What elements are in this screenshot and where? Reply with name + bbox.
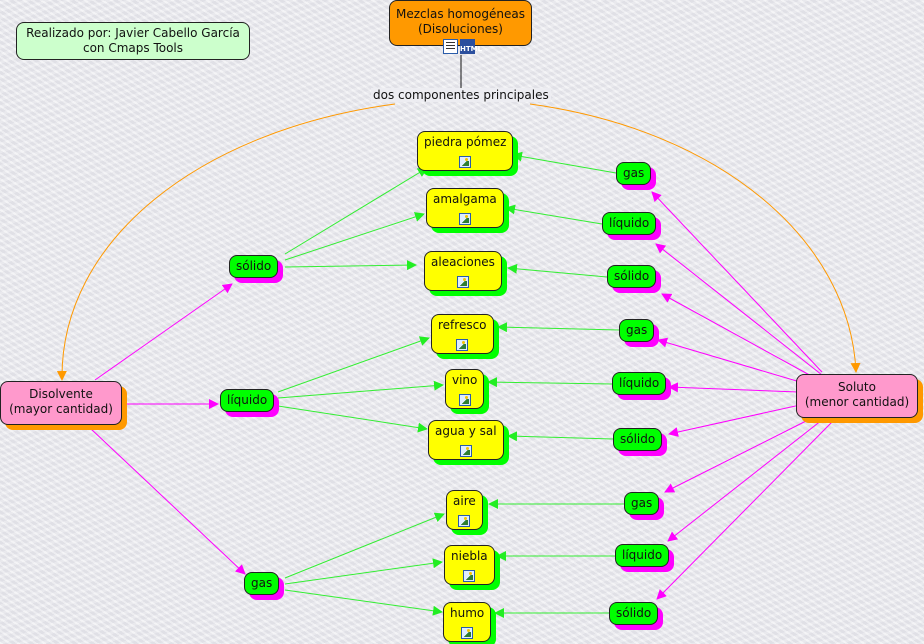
link bbox=[277, 380, 444, 399]
solute-state[interactable]: gas bbox=[619, 319, 655, 342]
soluto-line2: (menor cantidad) bbox=[804, 395, 910, 409]
example-label: humo bbox=[450, 606, 485, 620]
example-aleaciones[interactable]: aleaciones bbox=[424, 251, 502, 291]
link bbox=[497, 322, 620, 333]
concept-mezclas-homogeneas[interactable]: Mezclas homogéneas (Disoluciones) bbox=[389, 0, 532, 46]
example-label: refresco bbox=[438, 318, 487, 332]
example-label: niebla bbox=[451, 549, 488, 563]
solute-state[interactable]: sólido bbox=[609, 602, 659, 625]
link bbox=[507, 263, 608, 278]
link bbox=[94, 283, 233, 381]
image-icon[interactable] bbox=[459, 445, 472, 457]
example-aire[interactable]: aire bbox=[446, 490, 483, 530]
link-to-soluto bbox=[529, 103, 861, 373]
solvent-state-gas[interactable]: gas bbox=[244, 572, 280, 595]
html-icon[interactable]: HTML bbox=[460, 39, 482, 54]
link bbox=[661, 293, 816, 379]
solute-state[interactable]: sólido bbox=[613, 428, 663, 451]
link bbox=[284, 212, 425, 261]
disolvente-line1: Disolvente bbox=[29, 387, 93, 401]
image-icon[interactable] bbox=[458, 213, 471, 225]
disolvente-line2: (mayor cantidad) bbox=[9, 402, 113, 416]
example-amalgama[interactable]: amalgama bbox=[426, 188, 504, 228]
example-label: agua y sal bbox=[435, 424, 497, 438]
example-label: amalgama bbox=[433, 192, 497, 206]
link bbox=[487, 377, 613, 388]
credit-line1: Realizado por: Javier Cabello García bbox=[26, 26, 240, 40]
example-label: piedra pómez bbox=[424, 135, 507, 149]
link bbox=[284, 512, 445, 579]
link bbox=[668, 382, 799, 393]
link bbox=[507, 431, 614, 442]
image-icon[interactable] bbox=[461, 627, 474, 639]
concept-disolvente[interactable]: Disolvente (mayor cantidad) bbox=[0, 381, 122, 425]
image-icon[interactable] bbox=[459, 156, 472, 168]
solute-state[interactable]: sólido bbox=[607, 265, 657, 288]
root-line2: (Disoluciones) bbox=[418, 22, 503, 36]
resource-icons: HTML bbox=[443, 39, 482, 55]
link bbox=[89, 427, 246, 575]
solvent-state-solido[interactable]: sólido bbox=[229, 255, 279, 278]
example-vino[interactable]: vino bbox=[445, 369, 485, 409]
credit-note[interactable]: Realizado por: Javier Cabello García con… bbox=[16, 22, 250, 60]
example-humo[interactable]: humo bbox=[443, 602, 492, 642]
solute-state[interactable]: líquido bbox=[602, 212, 657, 235]
example-label: aleaciones bbox=[431, 255, 495, 269]
link bbox=[505, 204, 603, 225]
solute-state[interactable]: gas bbox=[616, 162, 652, 185]
link bbox=[668, 404, 801, 437]
image-icon[interactable] bbox=[458, 515, 471, 527]
example-label: vino bbox=[452, 373, 478, 387]
link bbox=[667, 419, 823, 542]
link bbox=[664, 417, 813, 493]
solvent-state-liquido[interactable]: líquido bbox=[220, 389, 275, 412]
concept-soluto[interactable]: Soluto (menor cantidad) bbox=[796, 374, 918, 418]
root-line1: Mezclas homogéneas bbox=[396, 7, 525, 21]
image-icon[interactable] bbox=[458, 394, 471, 406]
link bbox=[512, 151, 617, 174]
link bbox=[277, 336, 430, 393]
link bbox=[657, 337, 801, 383]
example-agua-y-sal[interactable]: agua y sal bbox=[428, 420, 504, 460]
link bbox=[277, 405, 428, 433]
solute-state[interactable]: líquido bbox=[615, 544, 670, 567]
link-to-disolvente bbox=[56, 103, 396, 381]
link bbox=[284, 167, 428, 255]
link bbox=[656, 421, 833, 600]
document-icon[interactable] bbox=[443, 39, 458, 54]
solute-state[interactable]: gas bbox=[624, 492, 660, 515]
image-icon[interactable] bbox=[456, 276, 469, 288]
credit-line2: con Cmaps Tools bbox=[82, 41, 184, 55]
example-refresco[interactable]: refresco bbox=[431, 314, 494, 354]
example-label: aire bbox=[453, 494, 476, 508]
soluto-line1: Soluto bbox=[838, 380, 876, 394]
link bbox=[651, 191, 823, 373]
example-niebla[interactable]: niebla bbox=[444, 545, 495, 585]
image-icon[interactable] bbox=[463, 570, 476, 582]
link bbox=[284, 558, 443, 585]
link bbox=[655, 243, 823, 376]
example-piedra-pomez[interactable]: piedra pómez bbox=[417, 131, 514, 171]
linking-phrase: dos componentes principales bbox=[371, 88, 551, 102]
link bbox=[284, 589, 443, 616]
image-icon[interactable] bbox=[456, 339, 469, 351]
link bbox=[284, 260, 417, 271]
solute-state[interactable]: líquido bbox=[612, 372, 667, 395]
